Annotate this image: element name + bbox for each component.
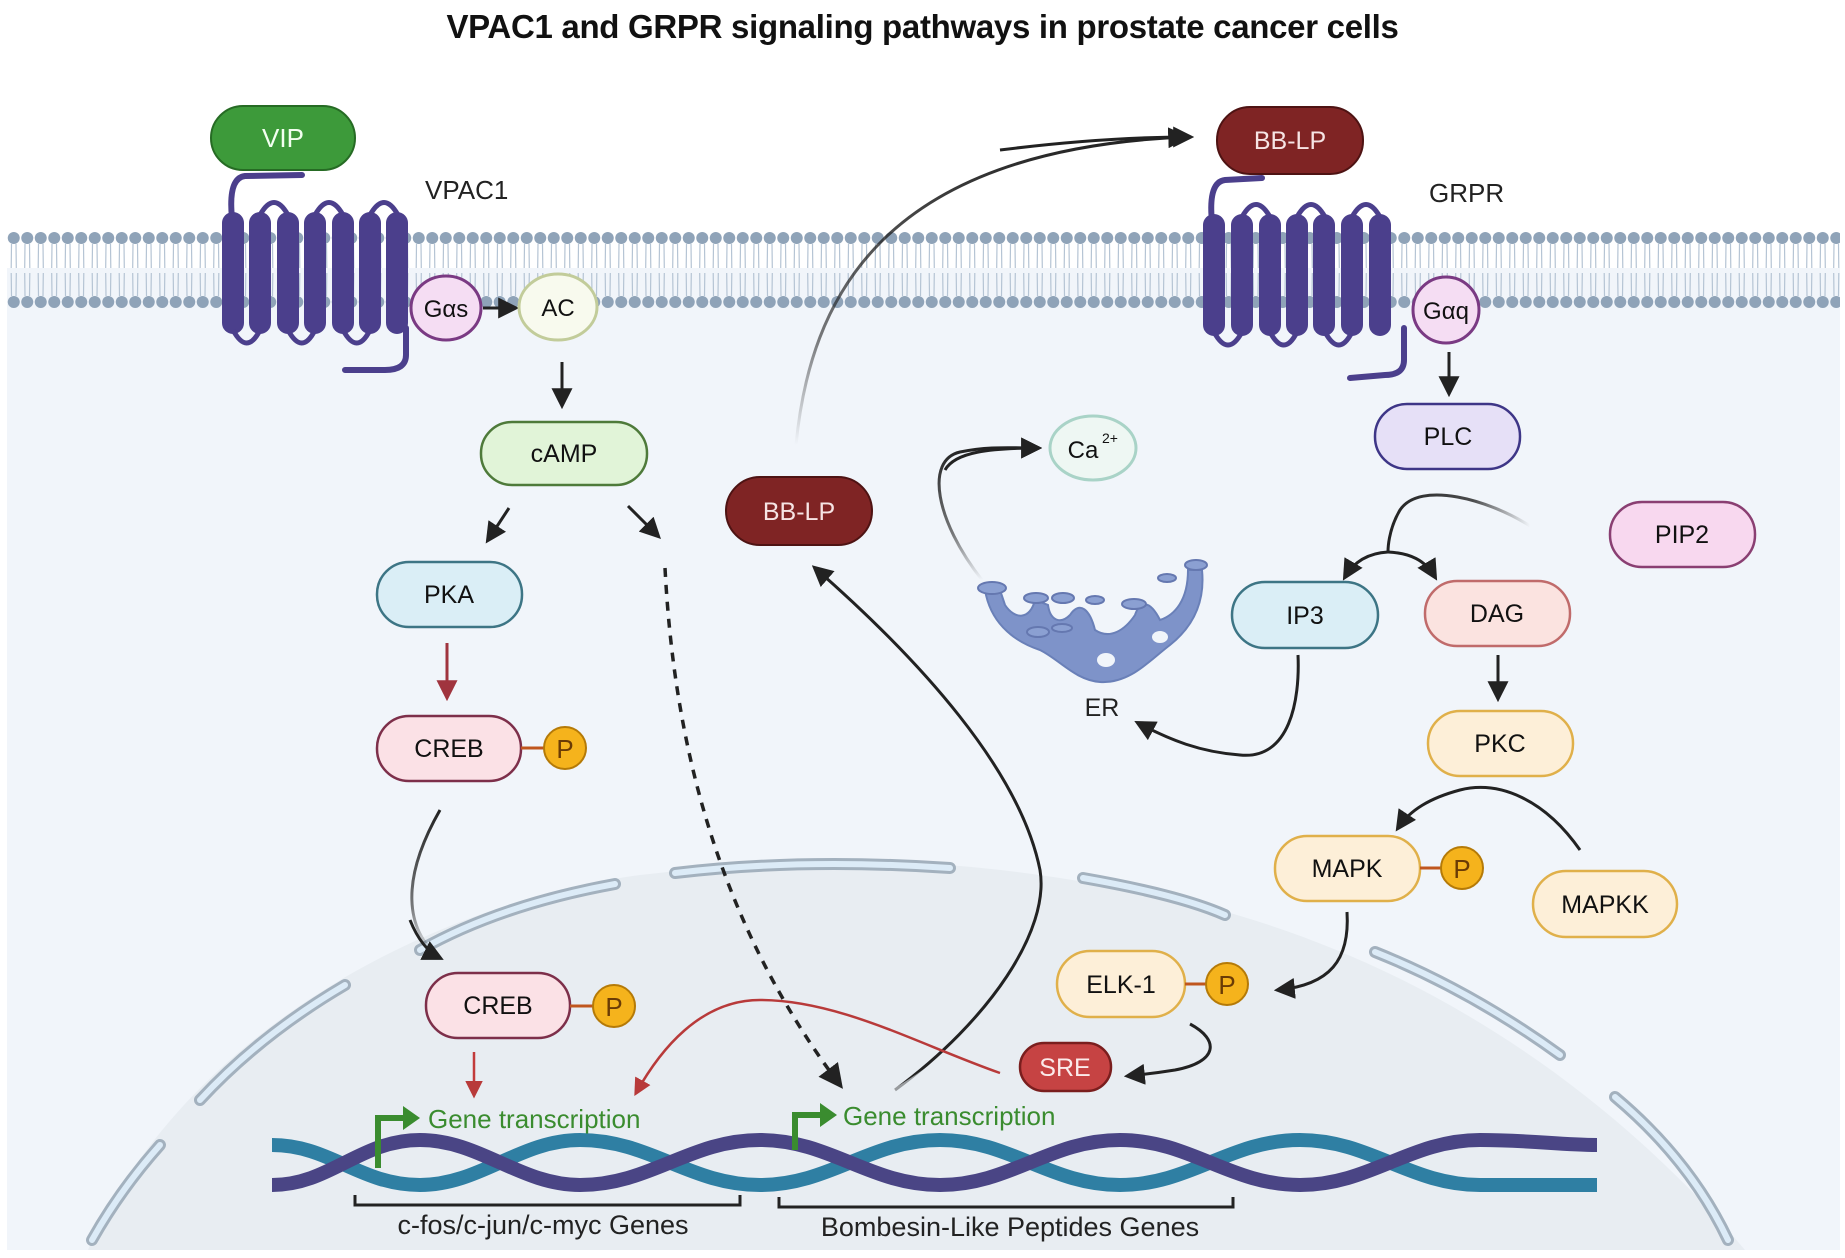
arrow-elk1-sre [1123, 1022, 1212, 1085]
arrow-sre-transcription [634, 998, 1001, 1097]
phospho-icon [543, 726, 587, 770]
camp-label: cAMP [531, 440, 598, 468]
arrow-ip3-er [1134, 654, 1300, 757]
calcium-node[interactable]: Ca 2+ [1048, 414, 1138, 482]
vpac1-label: VPAC1 [425, 175, 508, 205]
gene-transcription-2-label: Gene transcription [843, 1101, 1055, 1131]
creb-nuclear-node[interactable]: CREB P [424, 971, 636, 1040]
pkc-label: PKC [1474, 730, 1525, 758]
arrow-mapk-elk1 [1273, 911, 1349, 999]
mapk-label: MAPK [1312, 855, 1383, 883]
er-icon [977, 559, 1208, 684]
bblp-cytoplasm-label: BB-LP [763, 498, 835, 526]
figure-title: VPAC1 and GRPR signaling pathways in pro… [446, 8, 1399, 45]
vip-ligand[interactable]: VIP [210, 105, 356, 171]
mapk-node[interactable]: MAPK P [1273, 834, 1484, 903]
creb-nuclear-label: CREB [463, 992, 532, 1020]
camp-node[interactable]: cAMP [479, 420, 649, 487]
plc-node[interactable]: PLC [1373, 402, 1522, 471]
arrow-mapkk-mapk [1395, 786, 1582, 851]
gene-group-1-label: c-fos/c-jun/c-myc Genes [397, 1210, 688, 1240]
elk1-node[interactable]: ELK-1 P [1055, 949, 1249, 1019]
phospho-label: P [605, 992, 622, 1022]
bblp-extracellular-label: BB-LP [1254, 127, 1326, 155]
ip3-node[interactable]: IP3 [1230, 580, 1380, 650]
arrow-camp-right [626, 504, 661, 539]
phospho-label: P [1453, 854, 1470, 884]
calcium-label: Ca [1068, 437, 1099, 464]
gas-node[interactable]: Gαs [409, 274, 483, 342]
bblp-cytoplasm-node[interactable]: BB-LP [725, 476, 873, 546]
creb-cytoplasm-node[interactable]: CREB P [375, 714, 587, 783]
dna-icon [271, 1132, 1598, 1193]
pka-node[interactable]: PKA [375, 560, 524, 629]
arrow-camp-dotted [663, 567, 843, 1089]
gene-transcription-1-label: Gene transcription [428, 1104, 640, 1134]
nucleus [88, 861, 1745, 1250]
phospho-icon [1440, 846, 1484, 890]
er-label: ER [1085, 694, 1120, 722]
sre-node[interactable]: SRE [1018, 1041, 1113, 1093]
mapkk-node[interactable]: MAPKK [1531, 869, 1679, 939]
dag-node[interactable]: DAG [1423, 579, 1572, 648]
gene-bracket-2 [777, 1197, 1235, 1209]
phospho-label: P [556, 734, 573, 764]
ac-node[interactable]: AC [517, 272, 599, 342]
phospho-icon [592, 984, 636, 1028]
mapkk-label: MAPKK [1561, 891, 1649, 919]
gas-label: Gαs [424, 296, 469, 323]
transcription-start-icon [375, 1106, 420, 1168]
ip3-label: IP3 [1286, 602, 1324, 630]
transcription-start-icon [792, 1103, 837, 1150]
phospho-icon [1205, 962, 1249, 1006]
pka-label: PKA [424, 581, 474, 609]
plc-label: PLC [1424, 423, 1473, 451]
bblp-extracellular-node[interactable]: BB-LP [1216, 106, 1364, 175]
elk1-label: ELK-1 [1086, 971, 1155, 999]
vpac1-receptor[interactable] [222, 172, 409, 373]
vip-label: VIP [262, 123, 304, 153]
arrow-camp-pka [485, 507, 511, 544]
gene-group-2-label: Bombesin-Like Peptides Genes [821, 1212, 1199, 1242]
creb-cytoplasm-label: CREB [414, 735, 483, 763]
grpr-receptor[interactable] [1203, 175, 1407, 381]
calcium-charge: 2+ [1102, 430, 1118, 446]
phospho-label: P [1218, 970, 1235, 1000]
arrow-pip2-split [1386, 493, 1531, 553]
pip2-label: PIP2 [1655, 521, 1709, 549]
sre-label: SRE [1039, 1054, 1090, 1082]
gaq-node[interactable]: Gαq [1411, 275, 1481, 345]
arrow-bblp-secretion [794, 127, 1190, 446]
gene-bracket-1 [353, 1195, 742, 1207]
arrow-gene-bblp [811, 565, 1043, 1092]
grpr-label: GRPR [1429, 178, 1504, 208]
pip2-node[interactable]: PIP2 [1608, 500, 1757, 569]
ac-label: AC [541, 295, 574, 322]
gaq-label: Gαq [1423, 298, 1469, 325]
dag-label: DAG [1470, 600, 1524, 628]
pkc-node[interactable]: PKC [1426, 709, 1575, 778]
